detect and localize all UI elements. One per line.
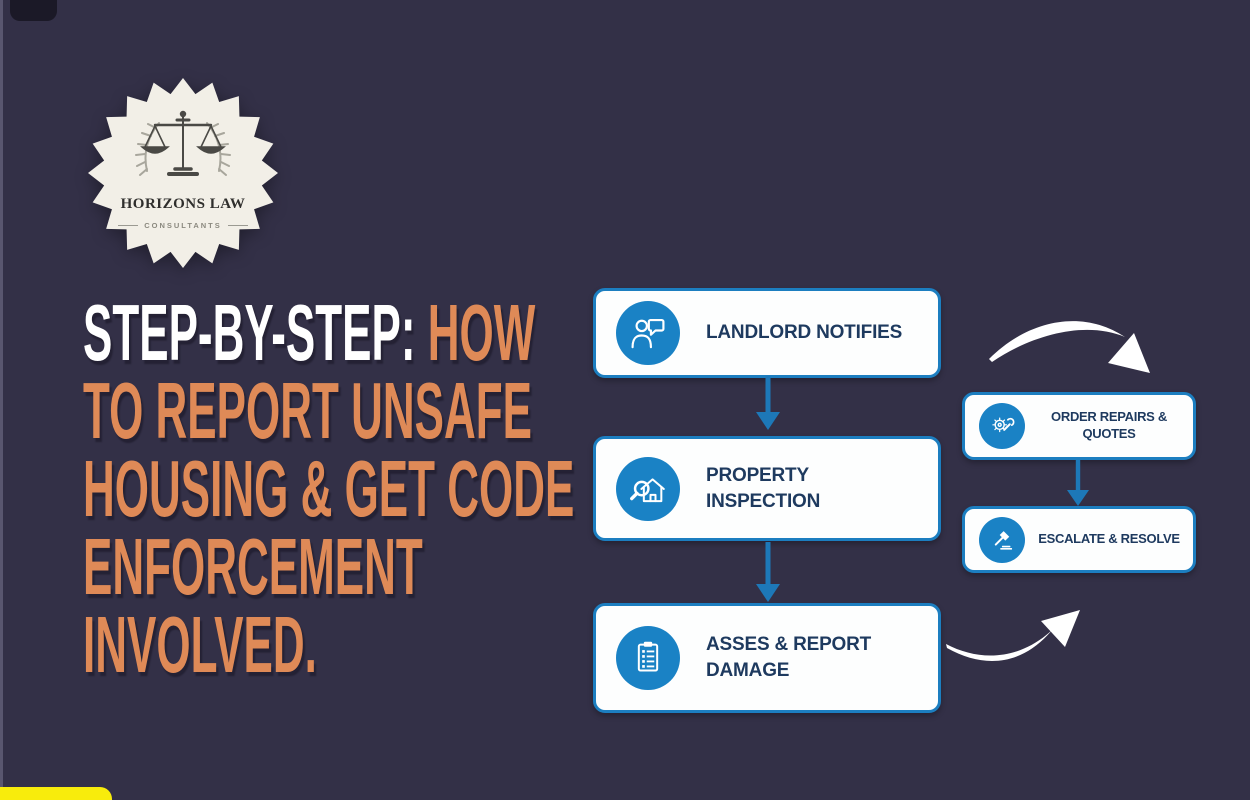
title-line4: ENFORCEMENT	[83, 522, 423, 611]
house-magnifier-icon	[616, 456, 680, 521]
title-prefix: STEP-BY-STEP:	[83, 288, 416, 377]
logo-title: HORIZONS LAW	[120, 196, 246, 212]
gear-wrench-icon	[979, 403, 1025, 449]
step-box-property-inspection: PROPERTY INSPECTION	[593, 436, 941, 541]
down-arrow-connector-3	[1067, 460, 1089, 506]
curved-arrow-to-escalate	[946, 610, 1080, 661]
step-box-asses-report-damage: ASSES & REPORT DAMAGE	[593, 603, 941, 713]
title-line1-highlight: HOW	[427, 288, 536, 377]
subtitle-dash-right	[227, 225, 248, 226]
logo-subtitle: CONSULTANTS	[144, 221, 222, 230]
top-left-corner-tab	[10, 0, 57, 21]
down-arrow-connector-2	[756, 542, 780, 602]
down-arrow-connector-1	[756, 376, 780, 430]
logo-badge-content: HORIZONS LAW CONSULTANTS	[88, 78, 278, 268]
scales-of-justice-icon	[135, 110, 231, 176]
step-label: PROPERTY INSPECTION	[706, 464, 821, 512]
left-edge-highlight	[0, 0, 3, 800]
logo-subtitle-row: CONSULTANTS	[88, 221, 278, 230]
person-chat-icon	[616, 301, 680, 365]
step-box-escalate-resolve: ESCALATE & RESOLVE	[962, 506, 1196, 573]
clipboard-checklist-icon	[616, 626, 680, 690]
title-line5: INVOLVED.	[83, 600, 317, 689]
step-label: ASSES & REPORT DAMAGE	[706, 634, 872, 681]
subtitle-dash-left	[118, 225, 139, 226]
title-line3: HOUSING & GET CODE	[83, 444, 575, 533]
step-label: LANDLORD NOTIFIES	[706, 322, 903, 344]
gavel-icon	[979, 516, 1025, 563]
step-box-landlord-notifies: LANDLORD NOTIFIES	[593, 288, 941, 378]
page-title: STEP-BY-STEP: HOW TO REPORT UNSAFE HOUSI…	[83, 293, 575, 689]
step-label: ESCALATE & RESOLVE	[1038, 531, 1180, 547]
step-box-order-repairs-quotes: ORDER REPAIRS & QUOTES	[962, 392, 1196, 460]
curved-arrow-to-order-repairs	[989, 321, 1150, 373]
logo-badge: HORIZONS LAW CONSULTANTS	[88, 78, 278, 268]
bottom-left-yellow-accent	[0, 787, 112, 800]
step-label: ORDER REPAIRS & QUOTES	[1051, 409, 1167, 441]
title-line2: TO REPORT UNSAFE	[83, 366, 533, 455]
